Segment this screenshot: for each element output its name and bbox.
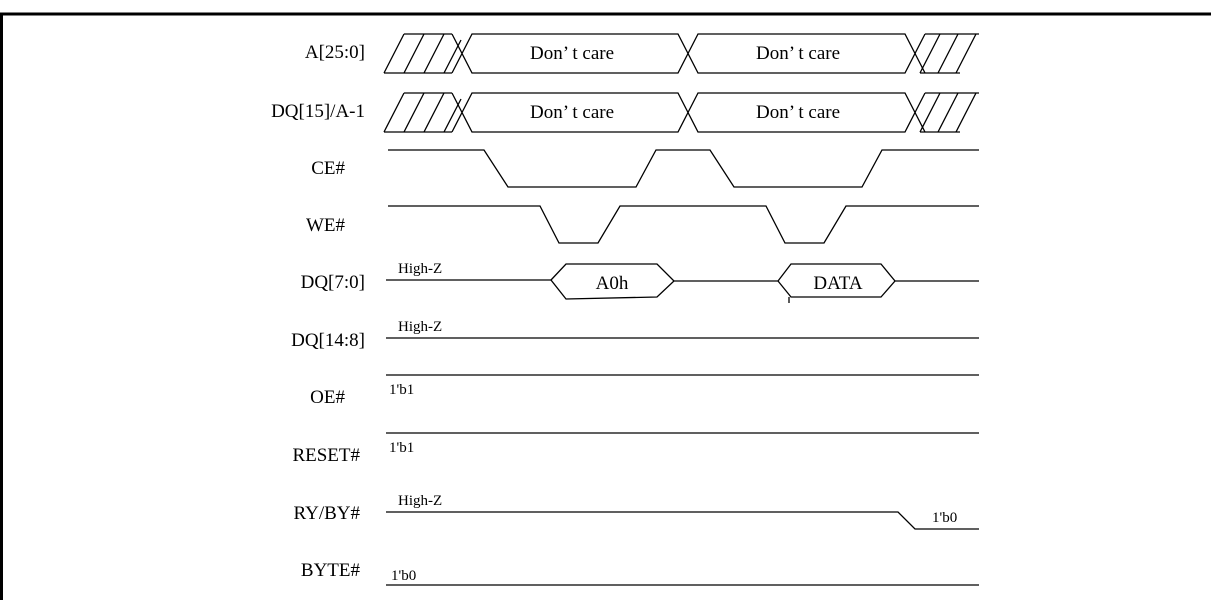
waveform-a-bus: Don’ t care Don’ t care xyxy=(383,33,979,74)
state-end-1b0: 1'b0 xyxy=(932,510,957,526)
state-high-z: High-Z xyxy=(398,319,442,335)
signal-labels: A[25:0] DQ[15]/A-1 CE# WE# DQ[7:0] DQ[14… xyxy=(271,42,365,581)
state-high-z: High-Z xyxy=(398,261,442,277)
waveform-reset: 1'b1 xyxy=(386,432,979,456)
waveform-byte: 1'b0 xyxy=(386,568,979,586)
diagram-border xyxy=(0,12,1211,600)
label-byte: BYTE# xyxy=(301,560,361,581)
label-we: WE# xyxy=(306,215,346,236)
state-high-z: High-Z xyxy=(398,493,442,509)
label-ryby: RY/BY# xyxy=(293,503,360,524)
bus-value-2: Don’ t care xyxy=(756,43,840,64)
waveform-dq15: Don’ t care Don’ t care xyxy=(383,92,979,133)
waveform-dq14-8: High-Z xyxy=(386,319,979,339)
waveform-dq7-0: High-Z A0h DATA xyxy=(386,261,979,303)
bus-value-2: Don’ t care xyxy=(756,102,840,123)
hatch-left xyxy=(383,92,462,133)
label-ce: CE# xyxy=(311,158,345,179)
waveform-we xyxy=(388,205,979,244)
hatch-right xyxy=(914,92,979,133)
waveform-ce xyxy=(388,149,979,188)
state-1b1: 1'b1 xyxy=(389,440,414,456)
bus-value-1: Don’ t care xyxy=(530,43,614,64)
waveform-oe: 1'b1 xyxy=(386,374,979,398)
label-dq14-8: DQ[14:8] xyxy=(291,330,365,351)
label-oe: OE# xyxy=(310,387,345,408)
hatch-left xyxy=(383,33,462,74)
bus-value-1: Don’ t care xyxy=(530,102,614,123)
label-a-bus: A[25:0] xyxy=(305,42,365,63)
cmd-value: A0h xyxy=(596,273,629,294)
state-1b1: 1'b1 xyxy=(389,382,414,398)
label-dq7-0: DQ[7:0] xyxy=(301,272,365,293)
data-value: DATA xyxy=(813,273,862,294)
state-1b0: 1'b0 xyxy=(391,568,416,584)
waveform-ryby: High-Z 1'b0 xyxy=(386,493,979,530)
label-dq15: DQ[15]/A-1 xyxy=(271,101,365,122)
label-reset: RESET# xyxy=(292,445,360,466)
hatch-right xyxy=(914,33,979,74)
